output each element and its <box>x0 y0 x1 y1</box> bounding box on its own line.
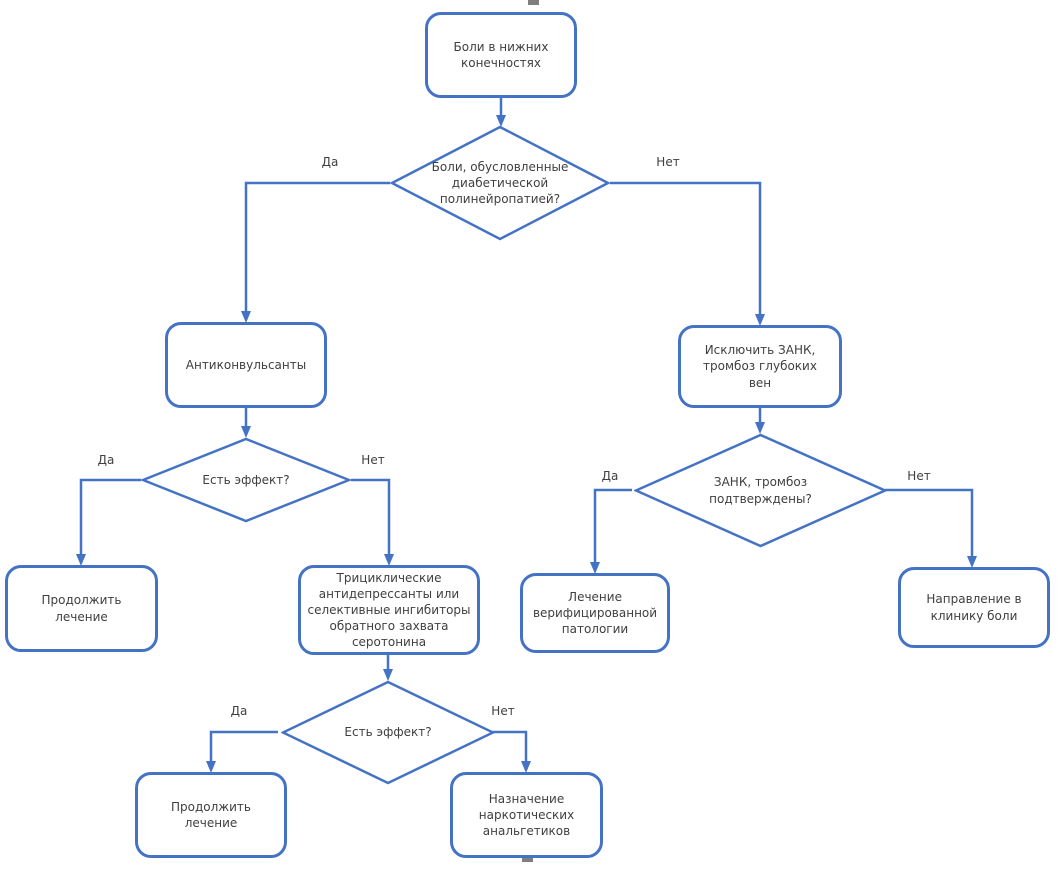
connector-effect2-no <box>492 730 531 773</box>
edge-label-no-effect2: Нет <box>491 704 515 718</box>
connector-zank-no <box>885 488 977 568</box>
connector-effect2-yes <box>206 730 278 773</box>
node-start: Боли в нижних конечностях <box>425 12 577 98</box>
edge-label-no-effect1: Нет <box>361 453 385 467</box>
node-anticonvulsants-label: Антиконвульсанты <box>185 357 307 372</box>
node-exclude-zank: Исключить ЗАНК, тромбоз глубоких вен <box>678 325 842 408</box>
edge-label-yes-effect2: Да <box>230 704 248 718</box>
node-continue-treatment-1-label: Продолжить лечение <box>41 593 122 624</box>
connector-effect1-no <box>351 478 394 566</box>
connector-zank-yes <box>590 488 632 574</box>
node-anticonvulsants: Антиконвульсанты <box>165 322 327 408</box>
node-decision-effect-2-label: Есть эффект? <box>344 725 432 740</box>
node-decision-effect-1: Есть эффект? <box>141 437 351 523</box>
node-pain-clinic: Направление в клинику боли <box>898 567 1050 648</box>
diamond-shape <box>634 433 887 548</box>
node-decision-zank: ЗАНК, тромбоз подтверждены? <box>634 433 887 548</box>
diamond-shape <box>281 680 495 785</box>
node-tricyclic: Трициклические антидепрессанты или селек… <box>298 565 480 655</box>
diamond-shape <box>141 437 351 523</box>
node-treat-verified-label: Лечение верифицированной патологии <box>532 589 658 637</box>
edge-label-yes-neuropathy: Да <box>321 155 339 169</box>
edge-label-no-zank: Нет <box>907 469 931 483</box>
diamond-shape <box>390 125 610 241</box>
node-treat-verified: Лечение верифицированной патологии <box>520 573 670 653</box>
node-exclude-zank-label: Исключить ЗАНК, тромбоз глубоких вен <box>703 343 817 390</box>
gray-handle-bottom <box>522 858 533 862</box>
node-continue-treatment-2-label: Продолжить лечение <box>171 799 251 830</box>
node-pain-clinic-label: Направление в клинику боли <box>926 592 1022 623</box>
node-start-label: Боли в нижних конечностях <box>453 39 549 70</box>
node-decision-neuropathy: Боли, обусловленные диабетической полине… <box>390 125 610 241</box>
node-decision-neuropathy-label: Боли, обусловленные диабетической полине… <box>431 159 569 207</box>
gray-handle-top <box>528 0 539 5</box>
node-decision-zank-label: ЗАНК, тромбоз подтверждены? <box>709 475 812 506</box>
node-decision-effect-1-label: Есть эффект? <box>202 472 290 487</box>
node-tricyclic-label: Трициклические антидепрессанты или селек… <box>307 570 471 650</box>
node-narcotic-analgesics: Назначение наркотических анальгетиков <box>450 772 603 858</box>
connector-effect1-yes <box>76 478 141 566</box>
edge-label-yes-effect1: Да <box>97 453 115 467</box>
node-decision-effect-2: Есть эффект? <box>281 680 495 785</box>
edge-label-yes-zank: Да <box>601 469 619 483</box>
connector-neuropathy-no <box>610 181 765 326</box>
node-continue-treatment-1: Продолжить лечение <box>5 565 158 652</box>
edge-label-no-neuropathy: Нет <box>656 155 680 169</box>
connector-neuropathy-yes <box>241 181 390 323</box>
node-continue-treatment-2: Продолжить лечение <box>135 772 287 858</box>
node-narcotic-analgesics-label: Назначение наркотических анальгетиков <box>478 791 575 839</box>
